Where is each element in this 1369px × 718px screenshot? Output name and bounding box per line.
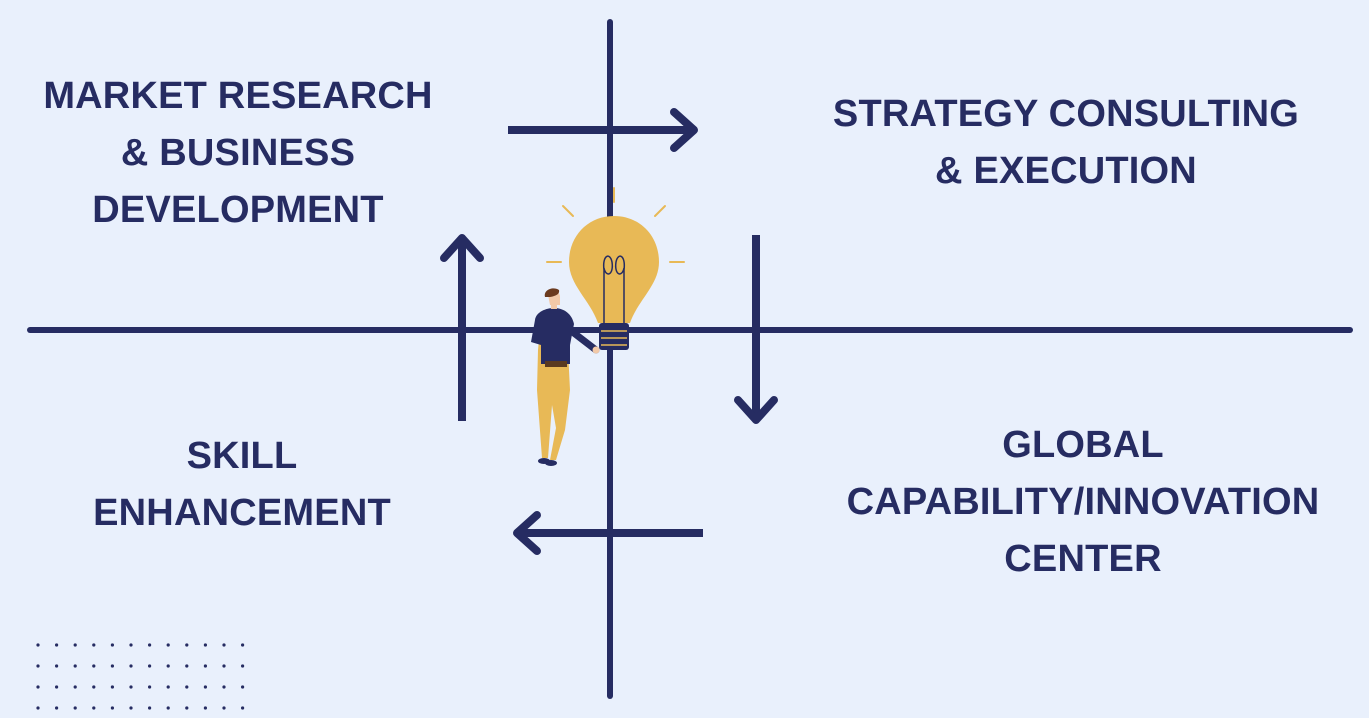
- decorative-dot: [166, 706, 170, 710]
- decorative-dot: [148, 685, 152, 689]
- decorative-dot: [129, 706, 133, 710]
- quadrant-label-line: GLOBAL: [1002, 424, 1164, 466]
- person-icon: [531, 288, 600, 466]
- decorative-dot: [203, 664, 207, 668]
- decorative-dot: [222, 643, 226, 647]
- decorative-dot: [241, 685, 245, 689]
- decorative-dot: [166, 643, 170, 647]
- quadrant-label-line: CENTER: [1004, 538, 1162, 580]
- quadrant-label-global-capability: GLOBAL CAPABILITY/INNOVATION CENTER: [810, 417, 1356, 588]
- decorative-dot: [110, 706, 114, 710]
- decorative-dot: [110, 664, 114, 668]
- quadrant-label-skill-enhancement: SKILL ENHANCEMENT: [40, 428, 444, 542]
- decorative-dot: [185, 685, 189, 689]
- decorative-dot: [36, 664, 40, 668]
- quadrant-label-line: MARKET RESEARCH: [43, 75, 433, 117]
- decorative-dot: [185, 643, 189, 647]
- decorative-dot: [166, 685, 170, 689]
- decorative-dot: [185, 706, 189, 710]
- arrow-right: [508, 108, 698, 152]
- decorative-dot: [148, 664, 152, 668]
- decorative-dot: [73, 706, 77, 710]
- dot-grid-decoration: [36, 643, 245, 710]
- decorative-dot: [73, 664, 77, 668]
- decorative-dot: [55, 664, 59, 668]
- decorative-dot: [73, 643, 77, 647]
- decorative-dot: [166, 664, 170, 668]
- arrow-down: [734, 235, 778, 424]
- decorative-dot: [203, 706, 207, 710]
- decorative-dot: [129, 664, 133, 668]
- arrow-up: [440, 234, 484, 421]
- decorative-dot: [241, 664, 245, 668]
- decorative-dot: [222, 706, 226, 710]
- decorative-dot: [203, 643, 207, 647]
- quadrant-label-line: ENHANCEMENT: [93, 492, 391, 534]
- quadrant-label-line: CAPABILITY/INNOVATION: [846, 481, 1320, 523]
- decorative-dot: [36, 706, 40, 710]
- quadrant-label-strategy-consulting: STRATEGY CONSULTING & EXECUTION: [800, 86, 1332, 200]
- decorative-dot: [148, 643, 152, 647]
- decorative-dot: [185, 664, 189, 668]
- decorative-dot: [110, 685, 114, 689]
- decorative-dot: [203, 685, 207, 689]
- quadrant-label-market-research: MARKET RESEARCH & BUSINESS DEVELOPMENT: [20, 68, 456, 239]
- lightbulb-icon: [546, 187, 685, 350]
- arrow-left: [513, 511, 703, 555]
- decorative-dot: [241, 643, 245, 647]
- quadrant-label-line: & EXECUTION: [935, 150, 1197, 192]
- decorative-dot: [92, 643, 96, 647]
- decorative-dot: [92, 685, 96, 689]
- quadrant-label-line: DEVELOPMENT: [92, 189, 384, 231]
- decorative-dot: [129, 685, 133, 689]
- decorative-dot: [148, 706, 152, 710]
- decorative-dot: [222, 664, 226, 668]
- quadrant-label-line: & BUSINESS: [120, 132, 356, 174]
- quadrant-label-line: SKILL: [186, 435, 298, 477]
- decorative-dot: [92, 664, 96, 668]
- decorative-dot: [55, 643, 59, 647]
- decorative-dot: [36, 643, 40, 647]
- decorative-dot: [222, 685, 226, 689]
- decorative-dot: [129, 643, 133, 647]
- decorative-dot: [73, 685, 77, 689]
- decorative-dot: [241, 706, 245, 710]
- quadrant-label-line: STRATEGY CONSULTING: [832, 93, 1300, 135]
- decorative-dot: [92, 706, 96, 710]
- decorative-dot: [110, 643, 114, 647]
- decorative-dot: [36, 685, 40, 689]
- decorative-dot: [55, 685, 59, 689]
- decorative-dot: [55, 706, 59, 710]
